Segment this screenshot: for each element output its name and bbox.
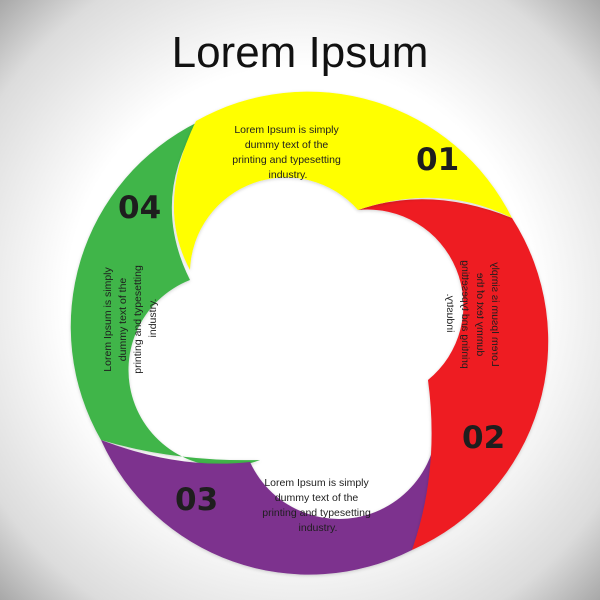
segment-04-text: Lorem Ipsum is simply dummy text of the … bbox=[102, 262, 159, 374]
segment-01-shape bbox=[173, 91, 512, 271]
segment-04-shape bbox=[70, 122, 260, 467]
segment-03-shape bbox=[101, 380, 439, 575]
segment-03-text: Lorem Ipsum is simply dummy text of the … bbox=[262, 477, 374, 534]
segment-02-shape bbox=[358, 199, 549, 551]
page-title: Lorem Ipsum bbox=[171, 28, 429, 77]
segment-02-number: 02 bbox=[462, 420, 505, 456]
segment-02-text: Lorem Ipsum is simply dummy text of the … bbox=[444, 257, 501, 369]
center-disc bbox=[204, 227, 396, 419]
segment-03-number: 03 bbox=[175, 482, 218, 518]
segment-01-text: Lorem Ipsum is simply dummy text of the … bbox=[232, 124, 344, 181]
segment-04-number: 04 bbox=[118, 190, 161, 226]
segment-01-number: 01 bbox=[416, 142, 459, 178]
